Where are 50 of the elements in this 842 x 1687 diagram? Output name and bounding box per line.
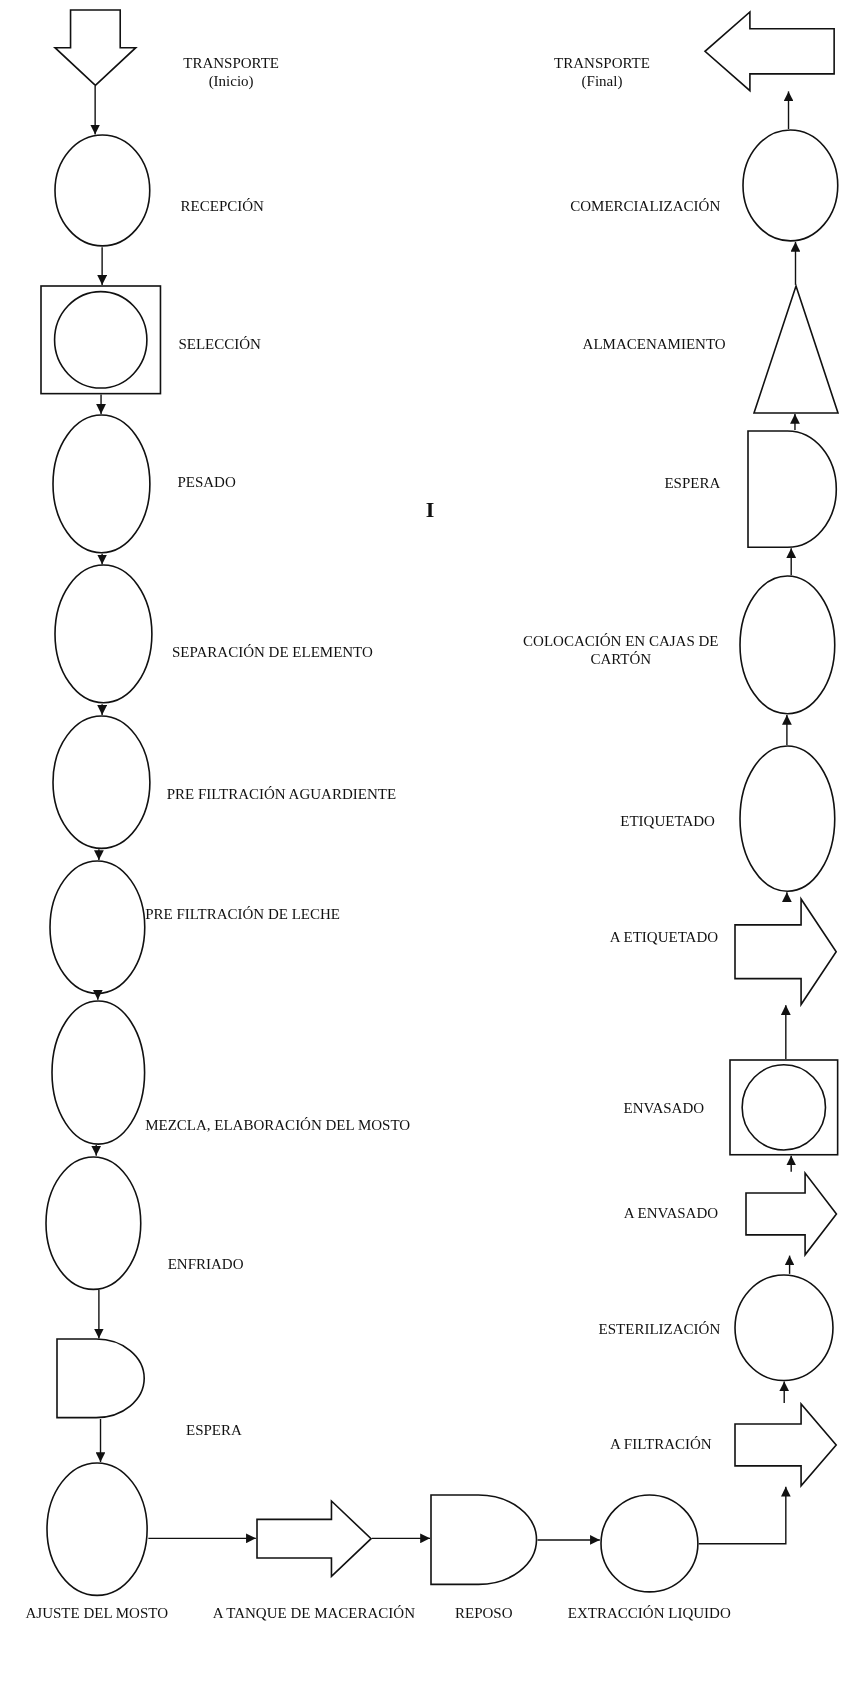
- flow-arrow: [371, 1533, 431, 1544]
- step-label: ENFRIADO: [167, 1254, 244, 1273]
- step-label: MEZCLA, ELABORACIÓN DEL MOSTO: [145, 1115, 411, 1134]
- step-label: ETIQUETADO: [620, 811, 715, 830]
- step-label: ESPERA: [185, 1421, 242, 1440]
- step-label: EXTRACCIÓN LIQUIDO: [566, 1603, 732, 1622]
- flow-arrow: [790, 241, 801, 286]
- flow-arrow: [784, 1254, 795, 1275]
- step-label: ESTERILIZACIÓN: [598, 1320, 721, 1339]
- step-label: REPOSO: [454, 1603, 514, 1622]
- step-label: PESADO: [177, 473, 236, 491]
- flow-arrow: [536, 1535, 601, 1545]
- flow-arrow: [782, 891, 792, 903]
- step-label: SEPARACIÓN DE ELEMENTO: [172, 642, 373, 661]
- step-label: COMERCIALIZACIÓN: [570, 196, 721, 215]
- step-label: PRE FILTRACIÓN DE LECHE: [145, 905, 340, 924]
- step-label: COLOCACIÓN EN CAJAS DE CARTÓN: [522, 632, 720, 669]
- step-label: A ETIQUETADO: [609, 927, 719, 946]
- step-label: ESPERA: [664, 474, 721, 493]
- flow-arrow: [90, 85, 101, 136]
- step-label: TRANSPORTE (Inicio): [182, 53, 280, 90]
- flow-arrow: [97, 703, 108, 716]
- stray-mark: I: [425, 496, 435, 523]
- flow-arrow: [92, 989, 103, 1001]
- flow-arrow: [94, 1289, 104, 1340]
- flow-arrow: [147, 1533, 257, 1544]
- flow-arrow: [91, 1144, 102, 1157]
- flow-arrow: [786, 1154, 797, 1173]
- step-label: RECEPCIÓN: [180, 196, 264, 215]
- step-label: A ENVASADO: [623, 1204, 719, 1222]
- step-label: A FILTRACIÓN: [610, 1435, 712, 1454]
- flow-arrow: [97, 246, 108, 286]
- flow-arrow: [96, 393, 106, 415]
- flow-arrow: [698, 1486, 791, 1545]
- flow-arrow: [786, 547, 797, 576]
- flow-arrow: [782, 714, 792, 746]
- flow-arrow: [94, 848, 104, 861]
- step-label: AJUSTE DEL MOSTO: [24, 1603, 169, 1622]
- step-label: ENVASADO: [623, 1098, 705, 1117]
- flow-arrow: [97, 552, 108, 566]
- step-label: SELECCIÓN: [178, 335, 261, 354]
- flow-arrow: [779, 1380, 790, 1404]
- step-label: A TANQUE DE MACERACIÓN: [211, 1603, 417, 1622]
- flow-arrow: [790, 413, 800, 431]
- step-label: PRE FILTRACIÓN AGUARDIENTE: [166, 784, 397, 803]
- step-label: TRANSPORTE (Final): [553, 53, 651, 90]
- step-label: ALMACENAMIENTO: [582, 335, 726, 354]
- flow-arrow: [783, 90, 794, 130]
- flow-arrow: [95, 1418, 106, 1463]
- flow-arrow: [780, 1004, 791, 1060]
